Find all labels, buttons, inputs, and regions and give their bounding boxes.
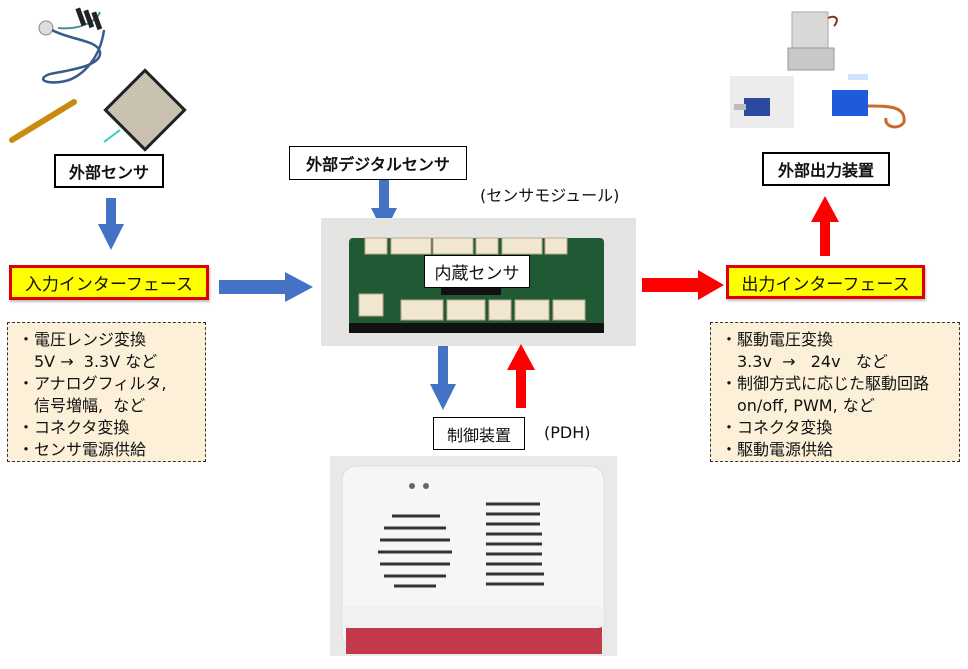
controller-case-photo (330, 456, 617, 656)
output-note-line: ・コネクタ変換 (721, 418, 833, 437)
external-output-text: 外部出力装置 (777, 161, 874, 180)
output-interface-label: 出力インターフェース (741, 274, 910, 295)
input-note-line: ・アナログフィルタ, (18, 374, 167, 393)
force-sensor-icon (103, 68, 187, 152)
arrow-module-to-output (642, 270, 724, 300)
output-interface-box: 出力インターフェース (726, 265, 925, 299)
servo-motor-icon (832, 74, 906, 129)
arrow-output-to-device (811, 196, 839, 256)
input-interface-notes: ・電圧レンジ変換 5V → 3.3V など ・アナログフィルタ, 信号増幅, な… (7, 322, 206, 462)
external-digital-sensor-label: 外部デジタルセンサ (289, 146, 467, 180)
vent-grille (486, 502, 544, 586)
arrow-controller-to-module (507, 344, 535, 408)
internal-sensor-text: 内蔵センサ (434, 264, 520, 284)
sensor-module-caption: (センサモジュール) (480, 186, 620, 205)
pulse-sensor-icon (38, 20, 54, 36)
solenoid-valve-icon (787, 11, 838, 71)
controller-case-illustration (341, 465, 605, 654)
input-interface-box: 入力インターフェース (9, 265, 209, 300)
external-sensor-text: 外部センサ (68, 163, 149, 182)
sensor-illustration (9, 7, 187, 152)
output-note-line: on/off, PWM, など (721, 396, 875, 415)
input-note-line: ・電圧レンジ変換 (18, 330, 147, 349)
arrow-input-to-module (219, 272, 313, 302)
arrow-module-to-controller (430, 346, 456, 410)
controller-label: 制御装置 (433, 417, 525, 450)
actuator-photos (728, 6, 958, 136)
push-solenoid-icon (730, 76, 794, 128)
output-note-line: ・駆動電源供給 (721, 440, 834, 459)
controller-text: 制御装置 (446, 425, 511, 445)
speaker-grille-round (378, 514, 452, 588)
controller-caption: (PDH) (544, 423, 591, 442)
external-output-label: 外部出力装置 (762, 152, 890, 186)
internal-sensor-label: 内蔵センサ (424, 255, 530, 288)
input-interface-label: 入力インターフェース (24, 275, 194, 295)
input-note-line: 信号増幅, など (18, 396, 146, 415)
actuator-illustration (730, 11, 906, 129)
arrow-sensor-to-input (98, 198, 124, 250)
input-note-line: ・センサ電源供給 (18, 440, 147, 459)
external-digital-sensor-text: 外部デジタルセンサ (306, 155, 450, 174)
external-sensor-label: 外部センサ (54, 154, 164, 188)
output-interface-notes: ・駆動電圧変換 3.3v → 24v など ・制御方式に応じた駆動回路 on/o… (710, 322, 960, 462)
input-note-line: 5V → 3.3V など (18, 352, 158, 371)
output-note-line: 3.3v → 24v など (721, 352, 888, 371)
external-sensor-photos (0, 0, 220, 152)
output-note-line: ・制御方式に応じた駆動回路 (721, 374, 930, 393)
flex-sensor-icon (9, 99, 77, 143)
input-note-line: ・コネクタ変換 (18, 418, 130, 437)
output-note-line: ・駆動電圧変換 (721, 330, 834, 349)
